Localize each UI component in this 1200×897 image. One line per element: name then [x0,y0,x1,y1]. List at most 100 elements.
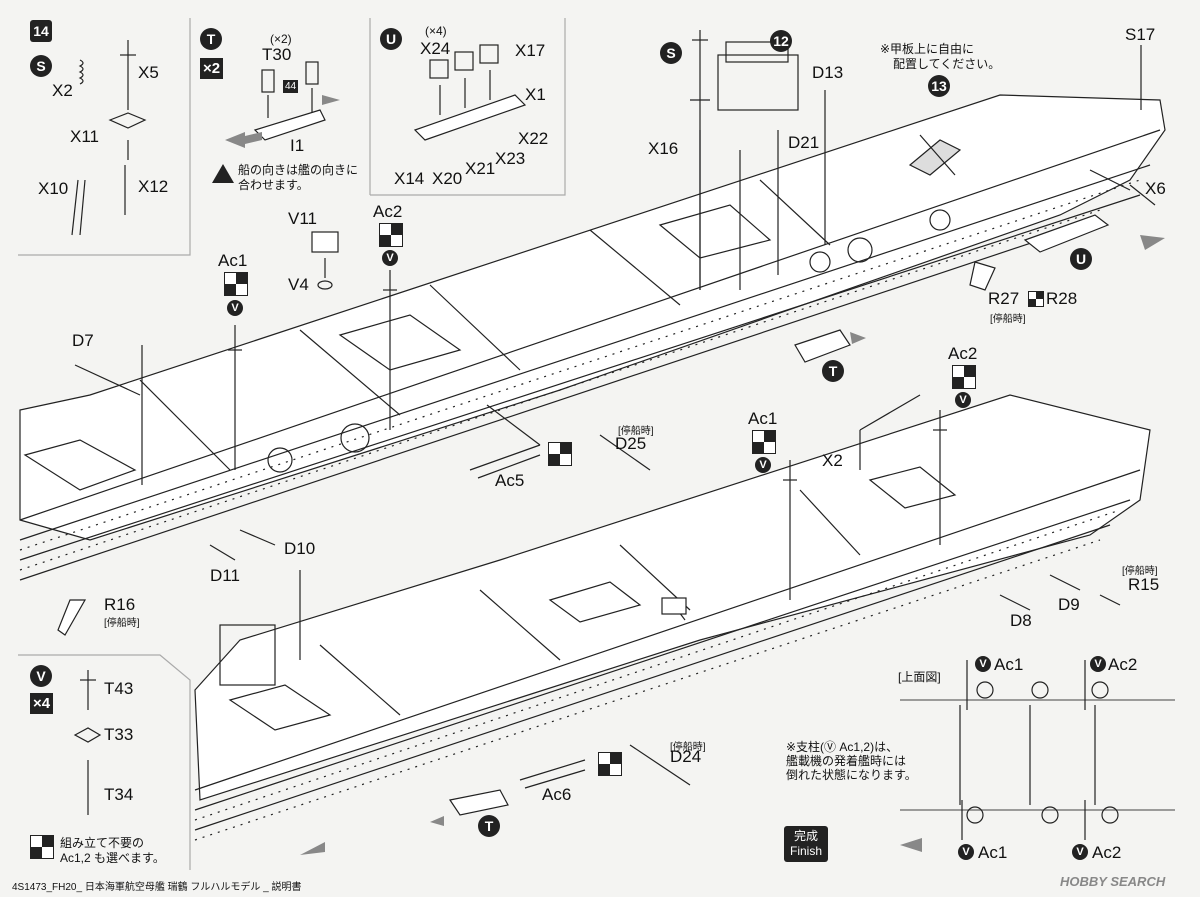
part-ac2-label-upper: Ac2 [373,202,403,221]
part-x11-label: X11 [70,127,99,146]
top-view-title: [上面図] [898,670,941,684]
top-view-note-line3: 倒れた状態になります。 [786,768,917,782]
optional-parts-icon [952,365,976,389]
upper-s-badge: S [660,42,682,64]
part-x17-label: X17 [515,41,546,60]
part-s17-label: S17 [1125,25,1156,44]
part-x2-label: X2 [52,81,73,100]
part-x23-label: X23 [495,149,526,168]
upper-u-badge: U [1070,248,1092,270]
step-number-badge: 14 [30,20,52,42]
r15-moored-note: [停船時] [1122,566,1158,577]
v-badge-ac1-lower: V [755,457,771,473]
panel-t-badge: T [200,28,222,50]
part-x22-label: X22 [518,129,549,148]
part-d7-label: D7 [72,331,94,350]
part-x14-label: X14 [394,169,425,188]
part-ac1-label-lower: Ac1 [748,409,778,428]
panel-t-quantity: ×2 [200,58,224,79]
finish-line-en: Finish [790,844,823,858]
upper-t-badge: T [822,360,844,382]
optional-parts-icon [548,442,572,466]
part-x6-label: X6 [1145,179,1166,198]
optional-parts-icon [30,835,54,859]
panel-v-note-line2: Ac1,2 も選べます。 [60,851,165,865]
v-badge-ac2-lower: V [955,392,971,408]
finish-line-jp: 完成 [794,829,819,843]
footer-code: 4S1473_FH20_ 日本海軍航空母艦 瑞鶴 フルハルモデル _ 説明書 [12,882,302,893]
optional-parts-icon [598,752,622,776]
part-x21-label: X21 [465,159,496,178]
watermark: HOBBY SEARCH [1060,874,1166,889]
panel-s-badge: S [30,55,52,77]
top-view-panel [896,668,1178,848]
part-ac5-label: Ac5 [495,471,525,490]
v-badge-ac1-upper: V [227,300,243,316]
part-x24-label: X24 [420,39,451,58]
top-view-note-line2: 艦載機の発着艦時には [786,754,907,768]
optional-parts-icon [1028,291,1044,307]
d25-moored-note: [停船時] [618,426,654,437]
top-view-ac2-top: Ac2 [1108,655,1138,674]
lower-t-badge: T [478,815,500,837]
optional-parts-icon [224,272,248,296]
part-t33-label: T33 [104,725,134,744]
part-d13-label: D13 [812,63,844,82]
r27-moored-note: [停船時] [990,314,1026,325]
panel-v-note-line1: 組み立て不要の [60,836,145,850]
part-ac6-label: Ac6 [542,785,572,804]
d24-moored-note: [停船時] [670,742,706,753]
part-x20-label: X20 [432,169,463,188]
v-badge-bottom-ac1: V [958,844,974,860]
finish-badge: 完成 Finish [784,826,829,862]
top-view-ac2-bottom: Ac2 [1092,843,1122,862]
panel-v-badge: V [30,665,52,687]
part-d11-label: D11 [210,566,240,585]
warning-icon [212,164,234,183]
part-d25-label: D25 [615,434,647,453]
panel-t-note-line1: 船の向きは艦の向きに [238,163,359,177]
optional-parts-icon [752,430,776,454]
part-ac1-label-upper: Ac1 [218,251,248,270]
part-i1-label: I1 [290,136,305,155]
deck-note-line1: ※甲板上に自由に [880,42,975,56]
v-badge-top-ac1: V [975,656,991,672]
part-d8-label: D8 [1010,611,1032,630]
panel-t-note-line2: 合わせます。 [238,178,309,192]
part-d21-label: D21 [788,133,820,152]
part-r27-label: R27 [988,289,1020,308]
part-d10-label: D10 [284,539,316,558]
part-x1-label: X1 [525,85,546,104]
part-r16-label: R16 [104,595,136,614]
part-x16-label: X16 [648,139,679,158]
r16-moored-note: [停船時] [104,618,140,629]
part-x5-label: X5 [138,63,159,82]
panel-v-quantity: ×4 [30,693,54,714]
v-badge-ac2-upper: V [382,250,398,266]
panel-u-badge: U [380,28,402,50]
panel-u-count-note: (×4) [425,24,447,38]
top-view-ac1-bottom: Ac1 [978,843,1008,862]
part-x12-label: X12 [138,177,169,196]
v-badge-top-ac2: V [1090,656,1106,672]
v-badge-bottom-ac2: V [1072,844,1088,860]
part-x2-label-lower: X2 [822,451,843,470]
part-r15-label: R15 [1128,575,1160,594]
top-view-note-line1: ※支柱(Ⓥ Ac1,2)は、 [786,740,899,754]
optional-parts-icon [379,223,403,247]
part-x10-label: X10 [38,179,69,198]
paint-code-badge: 44 [283,80,299,93]
part-r28-label: R28 [1046,289,1078,308]
part-v11-label: V11 [288,209,317,228]
part-t34-label: T34 [104,785,134,804]
part-ac2-label-lower: Ac2 [948,344,978,363]
part-t30-label: T30 [262,45,292,64]
top-view-ac1-top: Ac1 [994,655,1024,674]
part-t43-label: T43 [104,679,134,698]
panel-t-count-note: (×2) [270,32,292,46]
part-d9-label: D9 [1058,595,1080,614]
step-13-badge: 13 [928,75,950,97]
part-v4-label: V4 [288,275,309,294]
part-d24-label: D24 [670,747,702,766]
